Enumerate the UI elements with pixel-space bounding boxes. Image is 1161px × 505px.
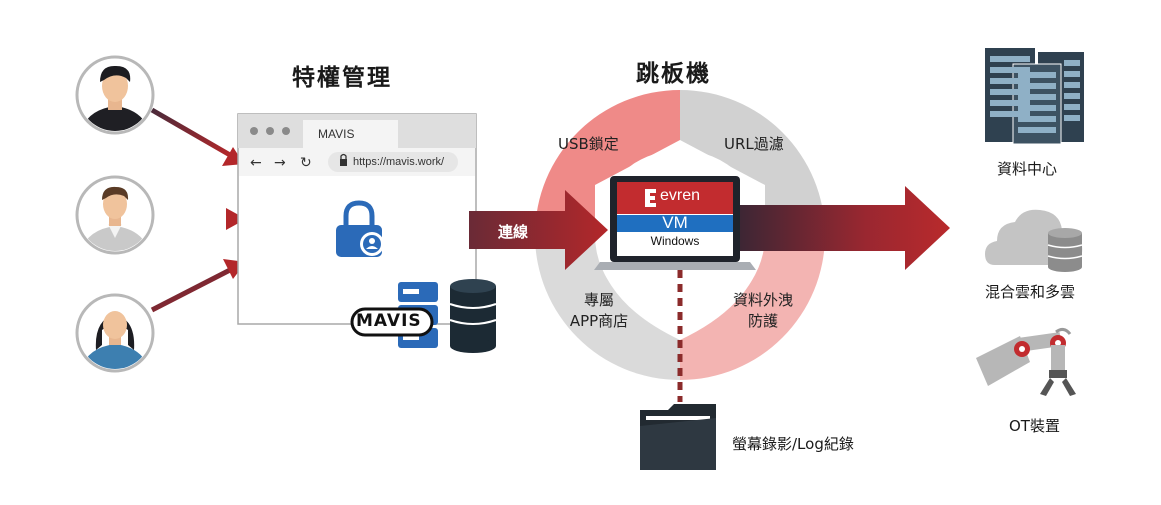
user-arrows — [150, 107, 246, 313]
mavis-logo-text: MAVIS — [356, 311, 422, 331]
laptop-icon — [594, 176, 756, 270]
connection-label: 連線 — [498, 223, 529, 241]
dest-label-datacenter: 資料中心 — [997, 160, 1058, 178]
ring-label-dlp-line1: 資料外洩 — [732, 291, 793, 309]
browser-icon: ← → ↻ — [237, 113, 477, 325]
laptop-os-label: Windows — [650, 234, 700, 248]
folder-icon — [640, 404, 716, 470]
pam-title: 特權管理 — [292, 65, 392, 91]
user-icon-3 — [75, 293, 155, 373]
user-icon-2 — [75, 175, 155, 255]
svg-text:↻: ↻ — [300, 155, 312, 171]
jump-server-title: 跳板機 — [636, 61, 711, 87]
user-icon-1 — [75, 55, 155, 135]
ring-label-url: URL過濾 — [724, 135, 784, 153]
ring-segment-url — [680, 90, 825, 235]
ring-segment-app — [535, 235, 680, 380]
laptop-brand: evren — [660, 187, 701, 204]
browser-tab-label: MAVIS — [318, 127, 355, 141]
lock-icon — [336, 200, 384, 257]
ring-label-dlp-line2: 防護 — [747, 312, 778, 330]
ring-segment-dlp — [680, 235, 825, 380]
svg-text:→: → — [274, 155, 286, 171]
database-icon — [449, 279, 497, 353]
connection-arrow — [469, 190, 608, 270]
recording-label: 螢幕錄影/Log紀錄 — [732, 435, 854, 453]
robot-arm-icon — [976, 327, 1076, 396]
ring-label-dlp: 資料外洩 防護 — [718, 290, 808, 332]
ring-label-app-line1: 專屬 — [583, 291, 614, 309]
ring-label-app-line2: APP商店 — [569, 312, 629, 330]
browser-url: https://mavis.work/ — [353, 156, 445, 168]
ring-label-app: 專屬 APP商店 — [553, 290, 645, 332]
mavis-logo — [350, 307, 434, 337]
output-arrow — [740, 186, 950, 270]
dest-label-ot: OT裝置 — [1009, 417, 1060, 435]
cloud-icon — [985, 209, 1083, 272]
ring-label-usb: USB鎖定 — [558, 135, 619, 153]
datacenter-icon — [985, 48, 1084, 145]
svg-text:←: ← — [250, 155, 262, 171]
laptop-vm-label: VM — [662, 213, 688, 232]
dest-label-cloud: 混合雲和多雲 — [985, 283, 1076, 301]
